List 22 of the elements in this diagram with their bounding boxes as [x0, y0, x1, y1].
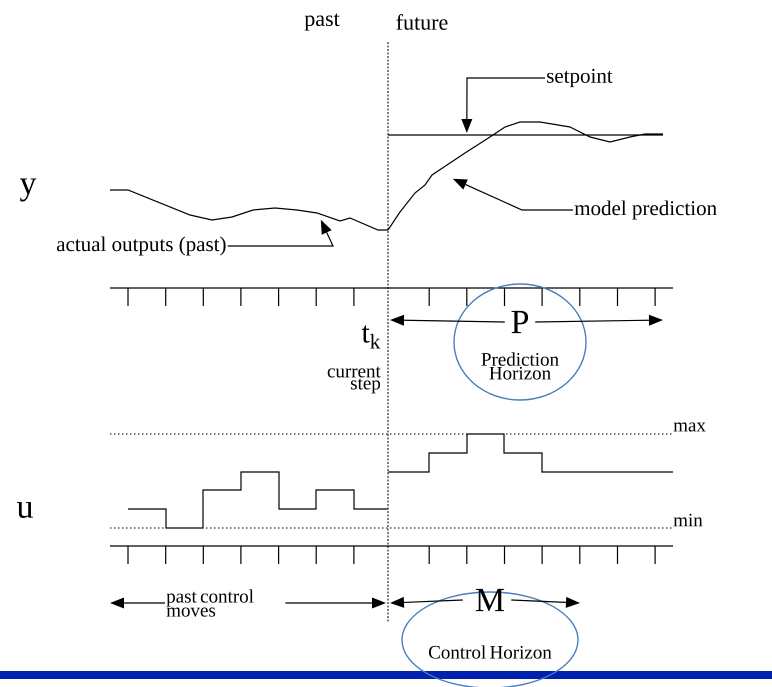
annotation-text: model prediction: [574, 200, 717, 220]
arrow: [390, 596, 463, 608]
arrow: [452, 178, 573, 211]
annotation-text: setpoint: [547, 68, 613, 88]
arrow: [461, 77, 545, 133]
output-curve: [110, 189, 388, 231]
axis-label: future: [396, 14, 448, 30]
axis-label: past: [304, 13, 340, 31]
arrow: [535, 314, 663, 326]
axis-label: y: [20, 178, 36, 202]
axis-label: current step: [328, 366, 381, 394]
annotation-text: actual outputs (past): [56, 236, 226, 256]
axis-label: u: [16, 502, 33, 518]
arrow: [285, 598, 386, 608]
axis-label: max: [674, 422, 706, 432]
arrow: [110, 598, 165, 608]
arrow: [511, 596, 580, 608]
axis-label: t$_{k}$: [362, 326, 380, 348]
arrow: [390, 314, 505, 326]
arrow: [228, 220, 334, 247]
annotation-text: past control moves: [166, 589, 254, 617]
axis-label: min: [674, 514, 702, 526]
